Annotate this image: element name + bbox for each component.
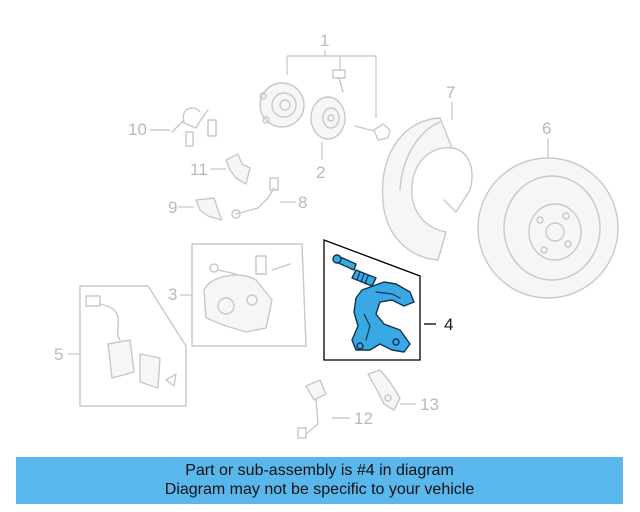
- wear-sensor-ghost: [297, 379, 327, 439]
- wheel-hub-bearing-ghost: [259, 82, 305, 128]
- callout-2: 2: [316, 163, 325, 182]
- callout-13: 13: [420, 395, 439, 414]
- caliper-bolt: [351, 269, 377, 287]
- brake-rotor-ghost: [477, 157, 619, 299]
- axle-bolt-ghost: [354, 123, 391, 141]
- callout-1-leader: [286, 50, 377, 118]
- callout-5: 5: [54, 345, 63, 364]
- info-banner: Part or sub-assembly is #4 in diagram Di…: [16, 457, 623, 504]
- callout-7: 7: [446, 83, 455, 102]
- banner-line-1: Part or sub-assembly is #4 in diagram: [185, 462, 454, 479]
- knuckle-assembly-ghost: [191, 243, 307, 347]
- bracket-9-ghost: [195, 197, 223, 221]
- callout-6: 6: [542, 119, 551, 138]
- callout-12: 12: [354, 409, 373, 428]
- hub-bolt-ghost: [332, 69, 346, 93]
- parts-diagram: 1 2 10 11 9: [54, 31, 619, 439]
- banner-line-2: Diagram may not be specific to your vehi…: [164, 481, 475, 498]
- callout-3: 3: [168, 285, 177, 304]
- dust-shield-ghost: [381, 117, 473, 261]
- callout-1: 1: [320, 31, 329, 50]
- wheel-hub-ghost: [310, 96, 346, 140]
- part-4-box: [323, 239, 421, 361]
- callout-10: 10: [128, 120, 147, 139]
- caliper-bracket: [351, 281, 415, 353]
- callout-8: 8: [298, 193, 307, 212]
- brake-line-ghost: [171, 107, 217, 147]
- bracket-11-ghost: [225, 153, 251, 185]
- callout-11: 11: [190, 160, 208, 179]
- brake-pads-ghost: [79, 285, 187, 407]
- bracket-13-ghost: [367, 369, 401, 411]
- callout-9: 9: [168, 198, 177, 217]
- brake-hose-ghost: [231, 177, 279, 219]
- callout-4: 4: [444, 315, 453, 334]
- caliper-guide-pin: [332, 254, 357, 271]
